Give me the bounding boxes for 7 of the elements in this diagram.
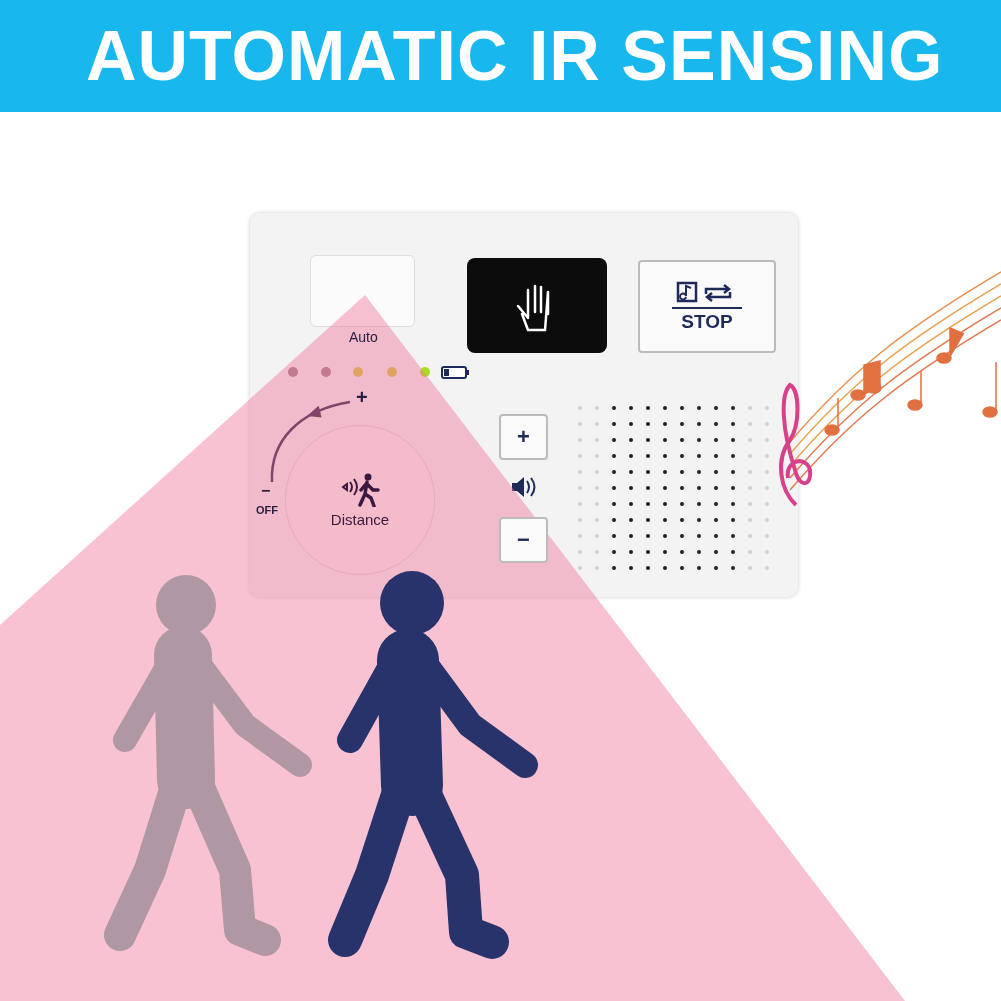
motion-sensor-window [310, 255, 415, 327]
volume-up-button: + [499, 414, 548, 460]
volume-down-button: − [499, 517, 548, 563]
title: AUTOMATIC IR SENSING [86, 16, 944, 97]
scale-mark-label: − [261, 483, 271, 499]
stop-button: STOP [638, 260, 776, 353]
scale-mark-label: + [356, 387, 368, 407]
